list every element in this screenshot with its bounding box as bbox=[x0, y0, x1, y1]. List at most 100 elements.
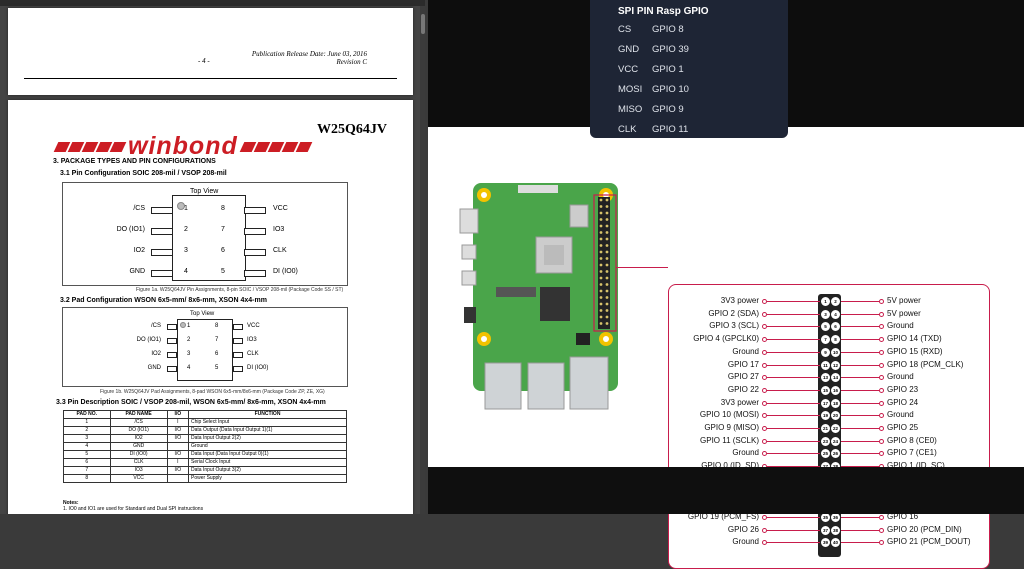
page-rule bbox=[24, 78, 397, 79]
pin-number-even: 12 bbox=[830, 359, 841, 371]
raspberry-pi-board bbox=[459, 183, 618, 410]
spi-gpio: GPIO 11 bbox=[652, 124, 689, 135]
soic-pin-number: 2 bbox=[184, 226, 188, 233]
wson-pin-right-label: DI (IO0) bbox=[247, 365, 269, 371]
header-pin bbox=[599, 237, 603, 241]
publication-info: Publication Release Date: June 03, 2016 … bbox=[252, 50, 367, 66]
header-pin bbox=[599, 244, 603, 247]
wson-pad bbox=[167, 352, 177, 358]
pin-terminal bbox=[762, 400, 767, 406]
pdf-viewer[interactable]: Publication Release Date: June 03, 2016 … bbox=[0, 0, 425, 514]
pin-connector-line bbox=[767, 415, 820, 417]
ethernet-port bbox=[569, 356, 609, 410]
pin-terminal bbox=[762, 311, 767, 317]
pin-number-even: 38 bbox=[830, 524, 841, 536]
header-pin bbox=[599, 198, 603, 202]
gpio-pin-label-left: GPIO 26 bbox=[727, 524, 759, 534]
header-pin bbox=[605, 231, 609, 234]
pin-terminal bbox=[762, 337, 767, 343]
pin-terminal bbox=[879, 413, 884, 419]
spi-pin: MISO bbox=[618, 104, 643, 115]
header-pin bbox=[599, 315, 603, 319]
header-pin bbox=[605, 263, 609, 267]
header-pin bbox=[599, 224, 603, 228]
gpio-pin-label-left: GPIO 9 (MISO) bbox=[704, 423, 759, 432]
pin-connector-line bbox=[841, 529, 879, 531]
pin-connector-line bbox=[841, 542, 879, 544]
soic-pin-number: 4 bbox=[184, 268, 188, 275]
pin1-marker bbox=[180, 322, 186, 328]
header-pin bbox=[605, 244, 609, 247]
table-cell: GND bbox=[109, 442, 168, 451]
ram-chip bbox=[540, 287, 570, 321]
pin-number-even: 20 bbox=[830, 410, 841, 422]
table-cell: I/O bbox=[166, 450, 190, 459]
soic-pin bbox=[151, 249, 173, 256]
header-pin bbox=[605, 198, 609, 202]
gpio-pin-label-right: Ground bbox=[887, 372, 914, 382]
soic-pin-number: 3 bbox=[184, 247, 188, 254]
table-cell: I/O bbox=[166, 434, 190, 443]
pdf-scroll-thumb[interactable] bbox=[421, 14, 425, 34]
pdf-scrollbar[interactable] bbox=[420, 6, 425, 514]
soic-pin bbox=[244, 249, 266, 256]
table-header: FUNCTION bbox=[188, 410, 347, 419]
pin-connector-line bbox=[767, 364, 820, 366]
soic-pin-left-label: GND bbox=[129, 268, 145, 275]
soic-pin-number: 5 bbox=[221, 268, 225, 275]
pin-connector-line bbox=[841, 313, 879, 315]
section-heading-3-1: 3.1 Pin Configuration SOIC 208-mil / VSO… bbox=[60, 170, 227, 177]
wson-pad-number: 3 bbox=[187, 351, 191, 357]
pin-terminal bbox=[879, 426, 884, 431]
spi-pin: GND bbox=[618, 44, 640, 55]
pdf-page-4: Publication Release Date: June 03, 2016 … bbox=[8, 8, 413, 95]
pin-connector-line bbox=[841, 364, 879, 366]
pin-terminal bbox=[879, 362, 884, 368]
soic-pin-right-label: IO3 bbox=[273, 226, 285, 233]
soic-pin bbox=[151, 270, 173, 277]
pin-terminal bbox=[762, 299, 767, 304]
pin-number-even: 24 bbox=[830, 435, 841, 447]
wson-pad bbox=[233, 366, 243, 372]
wson-pin-left-label: DO (IO1) bbox=[136, 337, 161, 343]
pin-terminal bbox=[879, 349, 884, 355]
gpio-pin-label-right: 5V power bbox=[887, 308, 921, 318]
pin-terminal bbox=[879, 375, 884, 381]
header-pin bbox=[599, 218, 603, 221]
header-pin bbox=[599, 322, 603, 325]
pin-terminal bbox=[762, 387, 767, 393]
header-pin bbox=[599, 257, 603, 260]
table-cell bbox=[166, 474, 190, 483]
pin-number-even: 2 bbox=[830, 296, 841, 307]
gpio-pin-label-right: Ground bbox=[887, 321, 914, 331]
spi-gpio: GPIO 9 bbox=[652, 104, 684, 115]
header-pin bbox=[605, 224, 609, 228]
wson-pad-number: 2 bbox=[187, 337, 191, 343]
header-pin bbox=[605, 205, 609, 208]
table-cell: 8 bbox=[63, 474, 111, 483]
soic-pin-right-label: VCC bbox=[273, 205, 288, 212]
pin-connector-line bbox=[841, 402, 879, 404]
pin-connector-line bbox=[767, 453, 820, 455]
gpio-pin-label-right: GPIO 8 (CE0) bbox=[887, 435, 937, 445]
gpio-pin-label-right: GPIO 18 (PCM_CLK) bbox=[887, 359, 964, 369]
table-cell: I/O bbox=[166, 426, 190, 435]
wson-pad bbox=[167, 338, 177, 344]
wson-pin-left-label: /CS bbox=[150, 323, 161, 329]
gpio-pin-label-right: GPIO 23 bbox=[887, 384, 919, 394]
pin-terminal bbox=[762, 349, 767, 355]
gpio-pin-label-right: GPIO 14 (TXD) bbox=[887, 334, 942, 344]
usb-port-2 bbox=[527, 362, 565, 410]
table-cell: Serial Clock Input bbox=[188, 458, 347, 467]
poe-header bbox=[576, 333, 590, 345]
pin-connector-line bbox=[767, 529, 820, 531]
spi-gpio: GPIO 1 bbox=[652, 64, 684, 75]
